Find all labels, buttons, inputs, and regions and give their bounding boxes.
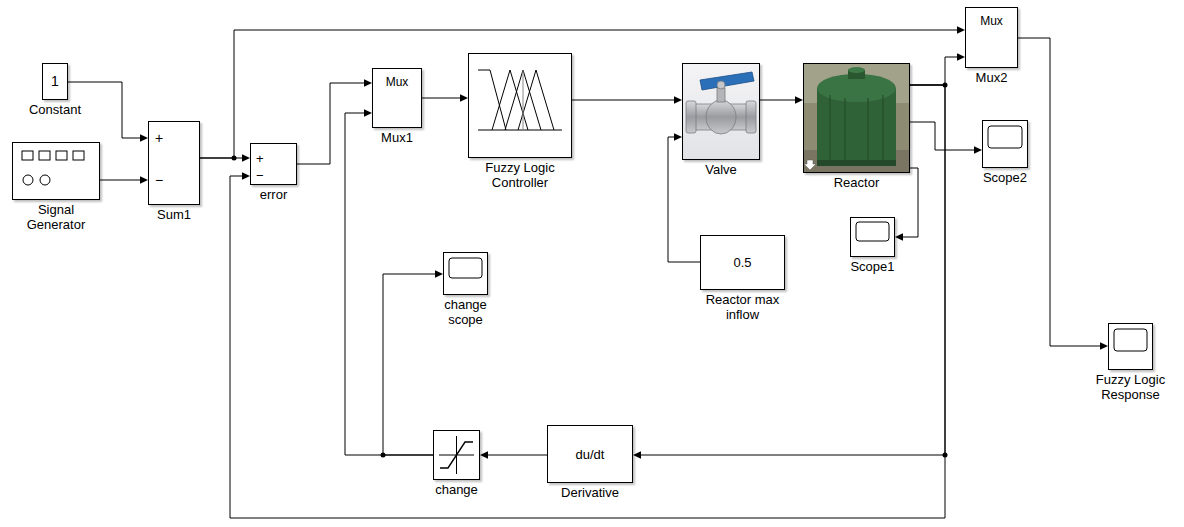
simulink-block: Fuzzy Logic Controller: [468, 53, 572, 158]
signal-wire: [345, 113, 433, 455]
simulink-block: +−error: [250, 143, 297, 185]
block-name: Sum1: [157, 207, 191, 222]
port-sign: +: [155, 131, 163, 146]
block-label: Mux: [966, 14, 1017, 29]
signal-line: [668, 133, 700, 262]
signal-wire: [422, 98, 460, 99]
simulink-block: Scope2: [982, 120, 1028, 168]
signal-line: [760, 96, 803, 104]
branch-points: [232, 83, 948, 458]
block-name: Constant: [29, 102, 81, 117]
arrow-head: [974, 146, 982, 154]
membership-functions-icon: [478, 70, 562, 130]
signal-wire: [641, 85, 945, 455]
signal-wire: [910, 122, 974, 150]
signal-wire: [760, 100, 795, 101]
signal-line: [572, 96, 682, 104]
simulink-block: change scope: [443, 252, 488, 295]
block-name: Mux1: [381, 130, 413, 145]
arrow-head: [674, 96, 682, 104]
arrow-head: [633, 451, 641, 459]
simulink-block: Scope1: [850, 217, 895, 257]
block-name: Fuzzy Logic Response: [1086, 372, 1176, 402]
block-value: 0.5: [733, 255, 751, 270]
signal-line: [895, 168, 918, 241]
simulink-block: Fuzzy Logic Response: [1108, 323, 1153, 370]
signal-line: [100, 176, 148, 184]
block-name: Valve: [705, 162, 737, 177]
port-sign: −: [256, 168, 264, 183]
signal-line: [910, 122, 982, 154]
signal-line: [230, 85, 945, 518]
block-label: Mux: [373, 75, 421, 90]
simulink-block: MuxMux2: [965, 7, 1018, 68]
simulink-block: MuxMux1: [372, 68, 422, 128]
arrow-head: [674, 133, 682, 141]
block-value: du/dt: [576, 447, 605, 462]
arrow-head: [242, 154, 250, 162]
block-name: Mux2: [976, 70, 1008, 85]
block-name: change scope: [436, 297, 496, 327]
block-name: Derivative: [561, 485, 619, 500]
arrow-head: [795, 96, 803, 104]
signal-line: [297, 79, 372, 164]
port-sign: +: [256, 151, 264, 166]
arrow-head: [895, 233, 903, 241]
simulink-block: Signal Generator: [12, 142, 100, 200]
block-name: Reactor: [834, 175, 880, 190]
arrow-head: [1100, 342, 1108, 350]
arrow-head: [480, 451, 488, 459]
simulink-block: +−Sum1: [148, 121, 200, 205]
signal-generator-icon: [22, 151, 84, 185]
signal-wire: [1018, 38, 1100, 346]
signal-wire: [100, 180, 140, 181]
valve-picture: [682, 63, 760, 160]
saturation-icon: [439, 436, 474, 474]
block-name: Reactor max inflow: [695, 292, 790, 322]
signal-wire: [668, 137, 700, 262]
block-name: Signal Generator: [16, 202, 96, 232]
arrow-head: [957, 53, 965, 61]
arrow-head: [364, 109, 372, 117]
port-sign: −: [155, 173, 163, 188]
signal-line: [910, 53, 965, 85]
arrow-head: [364, 79, 372, 87]
signal-wire: [200, 30, 957, 158]
signal-wire: [297, 83, 364, 164]
signal-line: [633, 85, 945, 459]
simulink-block: Reactor: [803, 63, 910, 173]
block-value: 1: [51, 74, 59, 89]
block-name: change: [435, 482, 478, 497]
simulink-block: du/dtDerivative: [547, 425, 633, 483]
signal-wire: [910, 57, 957, 85]
signal-wire: [230, 85, 945, 518]
arrow-head: [140, 176, 148, 184]
scope-icons: [449, 126, 1147, 351]
signal-line: [345, 109, 433, 455]
arrow-head: [140, 134, 148, 142]
block-name: Scope1: [850, 259, 894, 274]
signal-wire: [383, 274, 435, 455]
signal-wire: [488, 455, 547, 456]
block-name: Fuzzy Logic Controller: [470, 160, 570, 190]
simulink-block: change: [433, 430, 480, 480]
signal-line: [383, 270, 443, 455]
signal-wire: [572, 100, 674, 101]
signal-line: [1018, 38, 1108, 350]
reactor-picture: [803, 63, 910, 173]
signal-line: [422, 94, 468, 102]
arrow-head: [460, 94, 468, 102]
arrow-head: [957, 26, 965, 34]
signal-wire: [903, 168, 918, 237]
block-name: Scope2: [983, 170, 1027, 185]
arrow-head: [242, 172, 250, 180]
simulink-block: 1Constant: [42, 63, 68, 100]
block-name: error: [260, 187, 287, 202]
signal-line: [480, 451, 547, 459]
simulink-block: Valve: [682, 63, 760, 160]
simulink-block: 0.5Reactor max inflow: [700, 235, 785, 290]
signal-line: [200, 26, 965, 158]
arrow-head: [435, 270, 443, 278]
